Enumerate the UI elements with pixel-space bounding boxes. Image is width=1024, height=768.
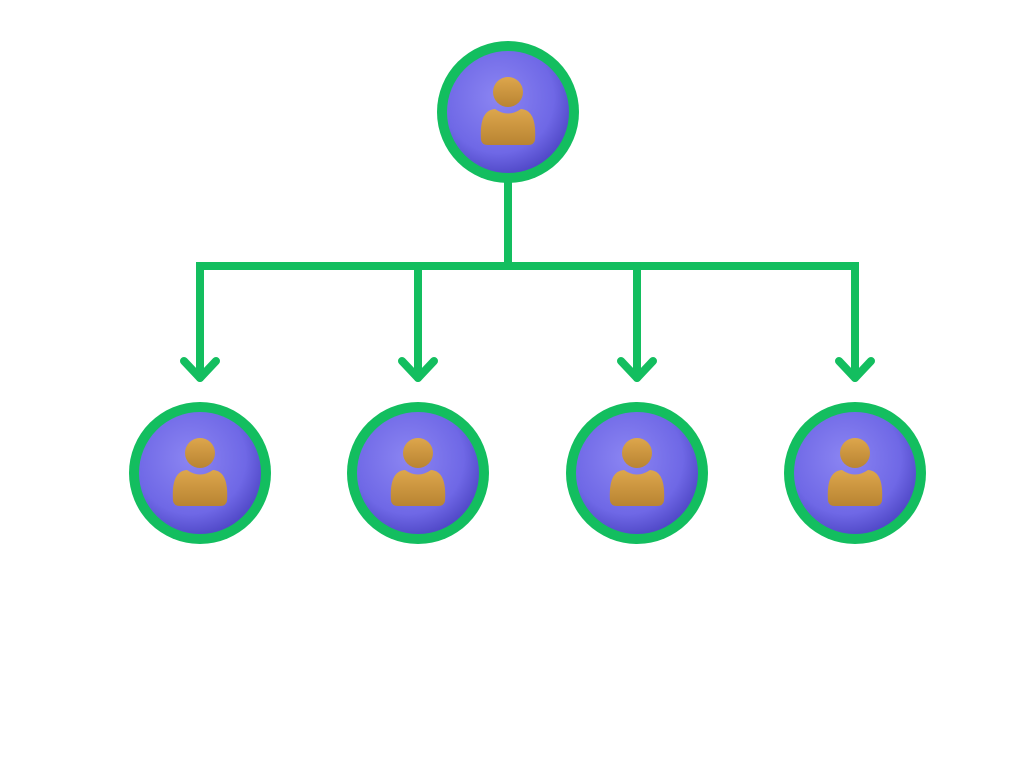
node-disc (139, 412, 261, 534)
connector-arrow-child-1 (180, 262, 220, 382)
person-node-child-2 (347, 402, 489, 544)
connector-arrow-child-2 (398, 262, 438, 382)
person-node-child-1 (129, 402, 271, 544)
person-icon (480, 77, 536, 145)
person-node-child-4 (784, 402, 926, 544)
connector-group (180, 177, 875, 382)
connector-arrow-child-4 (835, 262, 875, 382)
arrow-head-icon (398, 357, 438, 382)
connector-arrow-child-3 (617, 262, 657, 382)
person-icon (609, 438, 665, 506)
arrow-head-icon (180, 357, 220, 382)
node-disc (794, 412, 916, 534)
person-node-root (437, 41, 579, 183)
arrow-head-icon (835, 357, 875, 382)
person-icon (172, 438, 228, 506)
person-icon (390, 438, 446, 506)
node-disc (576, 412, 698, 534)
person-icon (827, 438, 883, 506)
node-group (129, 41, 926, 544)
node-disc (447, 51, 569, 173)
person-node-child-3 (566, 402, 708, 544)
node-disc (357, 412, 479, 534)
arrow-head-icon (617, 357, 657, 382)
